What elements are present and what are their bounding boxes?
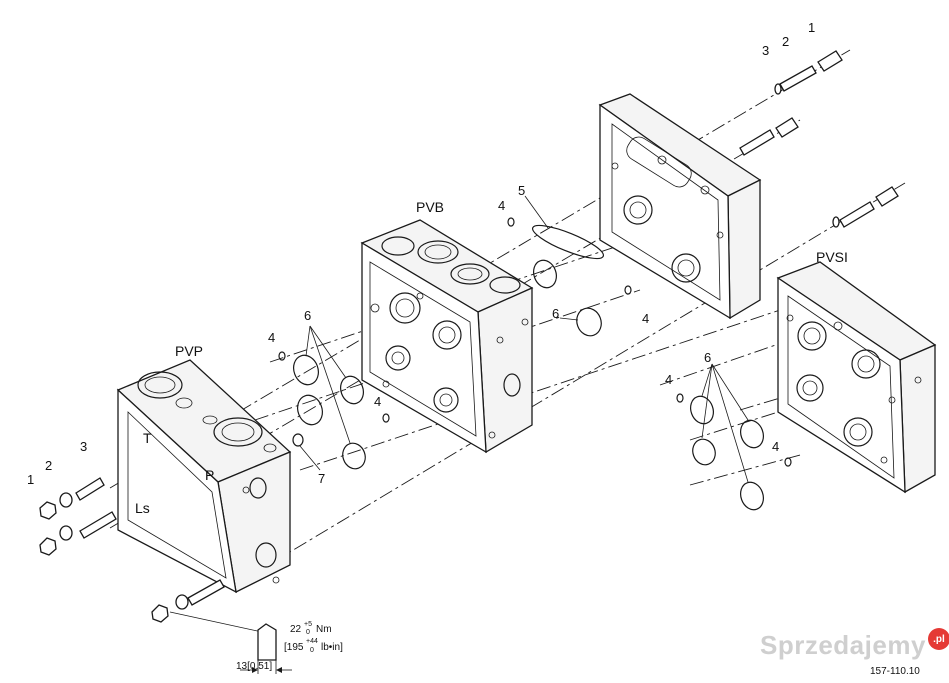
- callout-1-right: 1: [808, 20, 815, 35]
- torque-unit: Nm: [316, 624, 332, 635]
- end-plate-block: [598, 93, 762, 320]
- pvb-block: [360, 219, 534, 454]
- port-label-ls: Ls: [135, 500, 150, 516]
- watermark: Sprzedajemy .pl: [760, 628, 949, 661]
- watermark-badge-text: .pl: [933, 633, 945, 645]
- torque-imperial-zero: 0: [310, 647, 314, 654]
- watermark-badge: .pl: [927, 628, 949, 650]
- part-labels: PVP PVB PVSI T P Ls 1 2 3 1 2 3 4 4 4 4 …: [27, 20, 848, 516]
- torque-tol-zero: 0: [306, 629, 310, 636]
- leader-lines: [169, 195, 749, 633]
- pvp-block: [116, 359, 292, 594]
- callout-6-b: 6: [552, 306, 559, 321]
- callout-6-a: 6: [304, 308, 311, 323]
- callout-3-left: 3: [80, 439, 87, 454]
- torque-imperial-plus: +44: [306, 638, 318, 645]
- callout-6-c: 6: [704, 350, 711, 365]
- torque-spec-text: 22 +5 0 Nm [195 +44 0 lb•in] 13[0.51]: [236, 621, 343, 672]
- callout-3-right: 3: [762, 43, 769, 58]
- torque-tol-plus: +5: [304, 621, 312, 628]
- torque-value: 22: [290, 624, 302, 635]
- torque-imperial: [195: [284, 642, 304, 653]
- callout-2-left: 2: [45, 458, 52, 473]
- callout-4-e: 4: [665, 372, 672, 387]
- seal-rings: [278, 217, 792, 511]
- pvsi-block: [776, 261, 937, 494]
- callout-7: 7: [318, 471, 325, 486]
- callout-4-d: 4: [642, 311, 649, 326]
- callout-4-b: 4: [374, 394, 381, 409]
- callout-2-right: 2: [782, 34, 789, 49]
- torque-imperial-unit: lb•in]: [321, 642, 343, 653]
- callout-5: 5: [518, 183, 525, 198]
- label-pvb: PVB: [416, 199, 444, 215]
- tie-rod-hardware: [39, 50, 899, 623]
- label-pvp: PVP: [175, 343, 203, 359]
- port-label-p: P: [205, 467, 214, 483]
- label-pvsi: PVSI: [816, 249, 848, 265]
- callout-4-f: 4: [772, 439, 779, 454]
- watermark-text: Sprzedajemy: [760, 630, 926, 660]
- callout-4-a: 4: [268, 330, 275, 345]
- callout-4-c: 4: [498, 198, 505, 213]
- callout-1-left: 1: [27, 472, 34, 487]
- port-label-t: T: [143, 430, 152, 446]
- torque-detail: [240, 623, 292, 674]
- wrench-size: 13[0.51]: [236, 661, 272, 672]
- figure-id: 157-110.10: [870, 666, 920, 677]
